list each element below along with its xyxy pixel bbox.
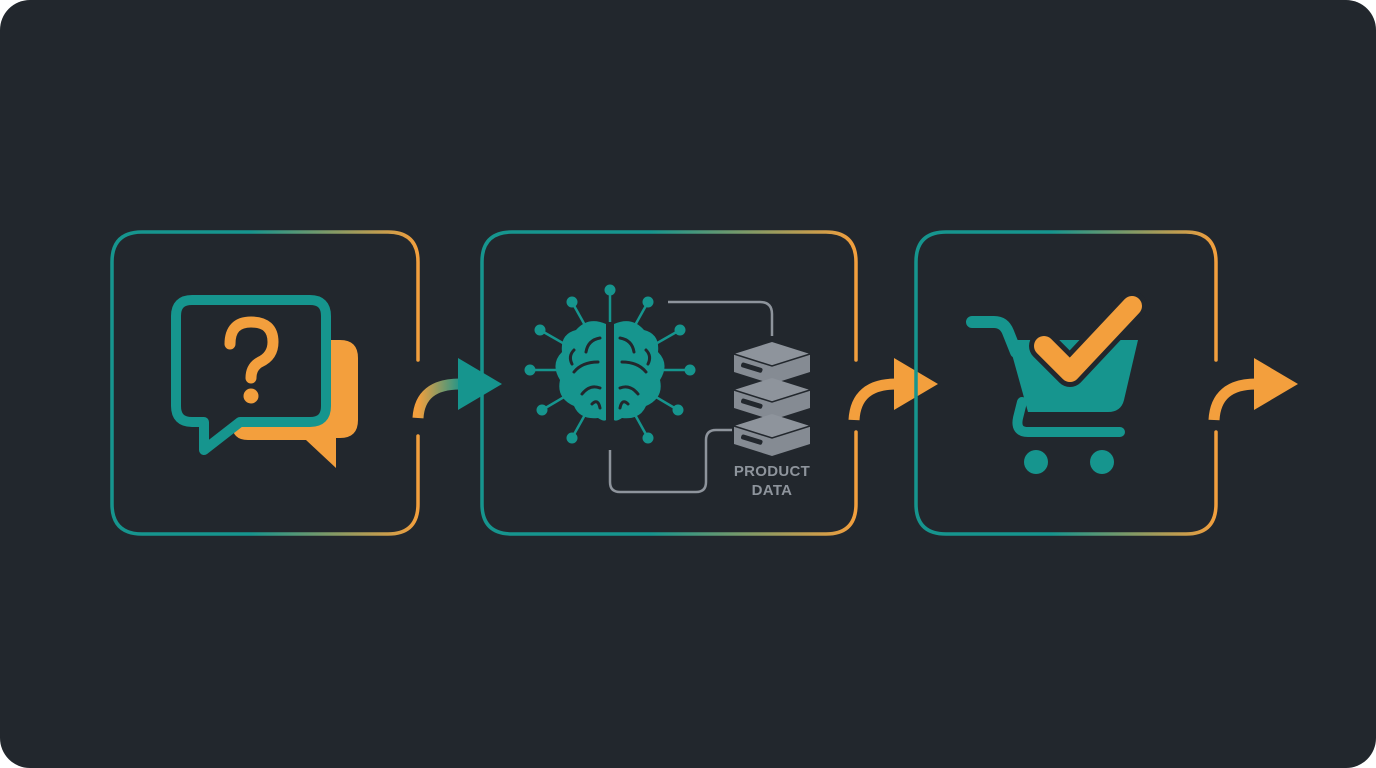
- arrow-2-3: [848, 358, 938, 421]
- box-purchase: [914, 230, 1218, 536]
- box-question: [110, 230, 420, 536]
- step-purchase: [914, 230, 1218, 536]
- arrow-1-2: [412, 358, 502, 419]
- brain-network-icon: [524, 284, 696, 444]
- product-data-label-line2: DATA: [752, 482, 793, 499]
- arrow-3-out: [1208, 358, 1298, 421]
- question-chat-icon: [171, 295, 358, 468]
- cart-check-icon: [966, 291, 1147, 474]
- database-unit: [733, 414, 811, 456]
- step-processing: PRODUCT DATA: [480, 230, 858, 536]
- database-icon: [733, 342, 811, 456]
- database-unit: [733, 342, 811, 384]
- box-processing: [480, 230, 858, 536]
- product-data-label-line1: PRODUCT: [734, 463, 810, 480]
- step-question: [110, 230, 420, 536]
- database-unit: [733, 378, 811, 420]
